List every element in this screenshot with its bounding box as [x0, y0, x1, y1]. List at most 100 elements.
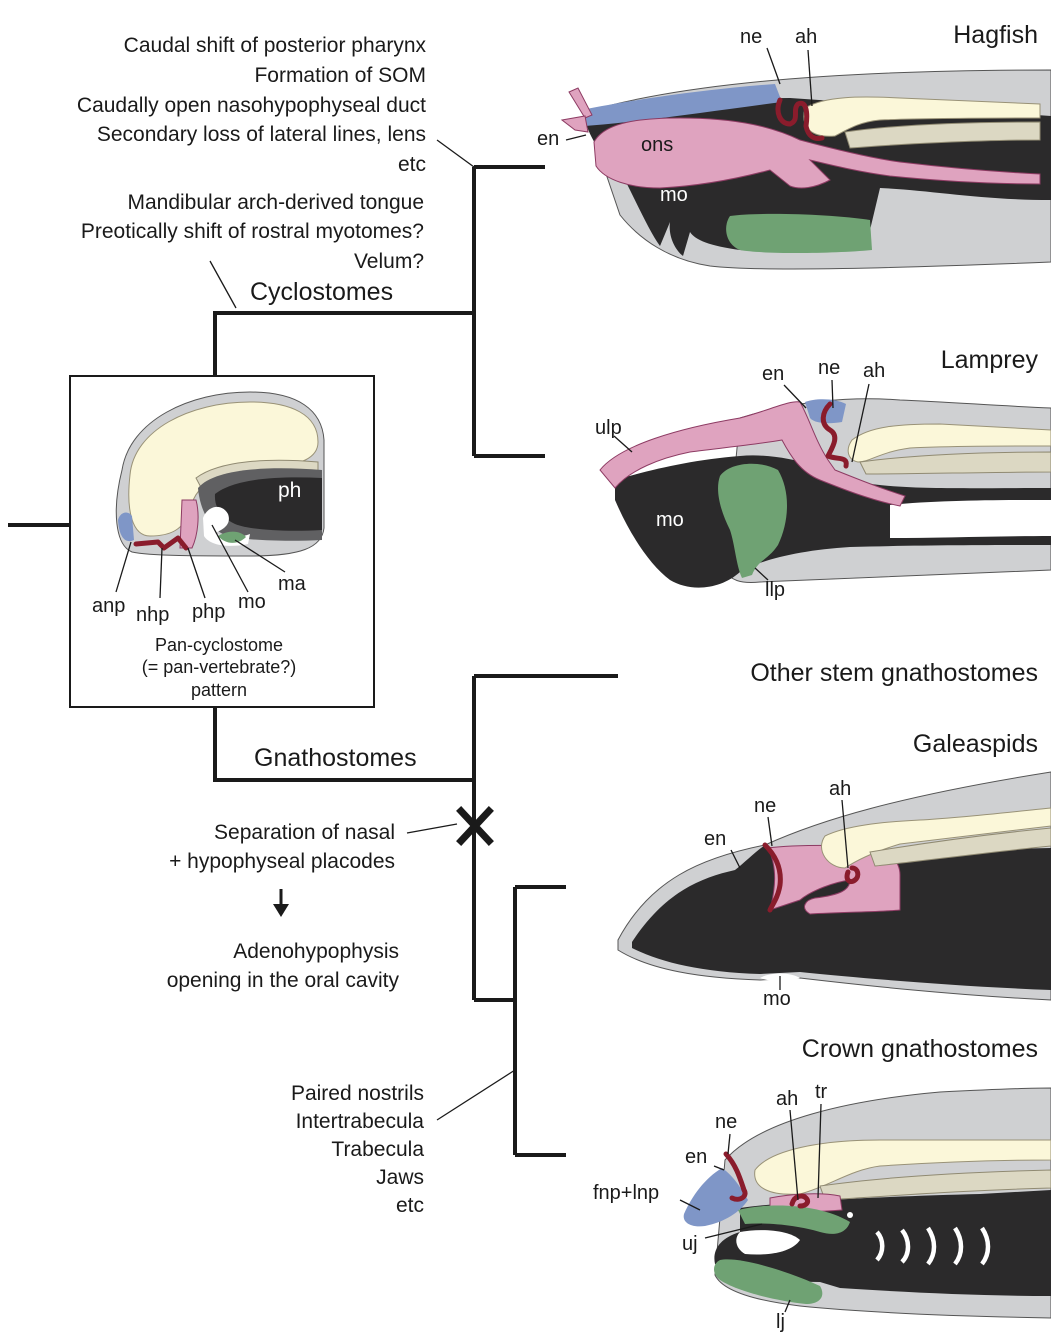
- hagfish-label-ons: ons: [641, 134, 673, 156]
- leader-gnathostome-characters: [406, 823, 458, 834]
- crown-label-fnp: fnp+lnp: [593, 1182, 659, 1204]
- hagfish-tentacle-lower: [560, 115, 589, 133]
- phylogenetic-tree: [8, 139, 618, 1157]
- leader-lamprey-en: [783, 384, 807, 409]
- inset-php-placode: [179, 499, 199, 549]
- character-line: etc: [396, 1194, 424, 1217]
- arrow-down-icon: [273, 889, 289, 917]
- leader-lamprey-ulp: [613, 435, 633, 453]
- lamprey-label-en: en: [762, 363, 784, 385]
- galeaspid-brain: [821, 807, 1051, 869]
- inset-oral-cavity: [203, 506, 250, 546]
- clade-label-cyclostomes: Cyclostomes: [250, 278, 393, 306]
- character-line: Intertrabecula: [296, 1110, 425, 1133]
- crown-label-uj: uj: [682, 1233, 698, 1255]
- lamprey-head-diagram: en ne ah ulp mo llp: [595, 357, 1051, 601]
- leader-crown-ah: [789, 1109, 799, 1201]
- character-line: Caudal shift of posterior pharynx: [124, 34, 427, 57]
- leader-lamprey-llp: [754, 567, 769, 581]
- lamprey-gill-pore: [939, 518, 947, 526]
- crown-label-en: en: [685, 1146, 707, 1168]
- crown-label-lj: lj: [776, 1311, 785, 1332]
- galeaspid-dark-tissue: [632, 845, 1051, 990]
- taxon-lamprey: Lamprey: [941, 346, 1039, 374]
- inset-anp-placode: [118, 512, 134, 542]
- galeaspid-label-ah: ah: [829, 778, 851, 800]
- crown-label-ne: ne: [715, 1111, 737, 1133]
- galeaspid-nasal-epithelium: [762, 842, 783, 913]
- crown-upper-jaw: [738, 1205, 850, 1234]
- lamprey-label-llp: llp: [765, 579, 785, 601]
- character-line: + hypophyseal placodes: [169, 850, 395, 873]
- inset-label-php: php: [192, 601, 225, 623]
- hagfish-label-mo: mo: [660, 184, 688, 206]
- leader-crown-uj: [704, 1223, 763, 1239]
- leader-galeaspid-ah: [841, 799, 849, 869]
- character-line: Mandibular arch-derived tongue: [127, 191, 424, 214]
- crown-lower-jaw: [714, 1259, 823, 1304]
- taxon-hagfish: Hagfish: [953, 21, 1038, 49]
- character-line: Adenohypophysis: [233, 940, 399, 963]
- galeaspid-label-ne: ne: [754, 795, 776, 817]
- lamprey-label-ah: ah: [863, 360, 885, 382]
- character-line: Formation of SOM: [254, 64, 426, 87]
- crown-label-mo: mo: [742, 1232, 770, 1254]
- inset-label-ma: ma: [278, 573, 307, 595]
- crown-nasal-epithelium: [723, 1151, 748, 1202]
- character-line: Trabecula: [331, 1138, 424, 1161]
- hagfish-notochord: [844, 121, 1041, 149]
- clade-label-gnathostomes: Gnathostomes: [254, 744, 417, 772]
- lamprey-gill-pore: [968, 519, 976, 527]
- inset-caption-line: Pan-cyclostome: [155, 635, 283, 655]
- character-line: Caudally open nasohypophyseal duct: [77, 94, 426, 117]
- hagfish-label-ah: ah: [795, 26, 817, 48]
- crown-gnathostome-head-diagram: ah tr ne en fnp+lnp uj mo lj: [593, 1081, 1051, 1332]
- character-line: Separation of nasal: [214, 821, 395, 844]
- leader-lamprey-ah: [851, 383, 870, 463]
- character-line: Preotically shift of rostral myotomes?: [81, 220, 424, 243]
- character-line: opening in the oral cavity: [167, 969, 400, 992]
- crown-gill-slit: [980, 1226, 991, 1266]
- taxon-other-stem-gnathostomes: Other stem gnathostomes: [750, 659, 1038, 687]
- crown-hypophysis: [789, 1193, 811, 1209]
- lamprey-gill-pore: [1028, 519, 1036, 527]
- cyclostome-characters: Mandibular arch-derived tongue Preotical…: [81, 191, 424, 273]
- crown-label-ah: ah: [776, 1088, 798, 1110]
- leader-galeaspid-ne: [767, 816, 773, 847]
- lamprey-gill-pore: [999, 519, 1007, 527]
- inset-pan-cyclostome: ph anp nhp php mo ma Pan-cyclostome (= p…: [69, 375, 375, 708]
- inset-mandibular-arch: [218, 531, 246, 543]
- leader-nhp: [159, 547, 163, 599]
- inset-nhp-placode: [133, 535, 189, 551]
- leader-crown-lj: [784, 1299, 791, 1313]
- galeaspid-label-en: en: [704, 828, 726, 850]
- hagfish-brain: [803, 96, 1041, 137]
- lamprey-lower-lip-placode: [718, 463, 787, 578]
- leader-hagfish-characters: [436, 139, 475, 168]
- character-line: Velum?: [354, 250, 424, 273]
- lamprey-gill-pores: [939, 518, 1036, 527]
- character-line: Paired nostrils: [291, 1082, 424, 1105]
- galeaspid-hypophysis: [844, 865, 861, 885]
- leader-mo: [211, 524, 249, 593]
- lamprey-upper-lip-placode: [599, 401, 906, 507]
- crown-label-tr: tr: [815, 1081, 828, 1103]
- character-line: Secondary loss of lateral lines, lens: [97, 123, 426, 146]
- hagfish-hypophyseal-duct: [775, 97, 825, 141]
- leader-hagfish-ne: [766, 47, 781, 85]
- inset-caption-line: (= pan-vertebrate?): [142, 657, 297, 677]
- lamprey-label-ne: ne: [818, 357, 840, 379]
- crown-characters: Paired nostrils Intertrabecula Trabecula…: [291, 1082, 424, 1217]
- hagfish-ons: [593, 117, 1041, 189]
- leader-ma: [234, 539, 286, 573]
- inset-label-nhp: nhp: [136, 604, 169, 626]
- inset-label-mo: mo: [238, 591, 266, 613]
- hagfish-nasal-region: [582, 84, 782, 126]
- crown-gill-slits: [875, 1226, 991, 1266]
- inset-pharynx: [214, 477, 322, 531]
- character-line: etc: [398, 153, 426, 176]
- leader-crown-en: [713, 1165, 725, 1171]
- hagfish-mandibular-region: [726, 213, 872, 253]
- leader-crown-characters: [436, 1069, 516, 1121]
